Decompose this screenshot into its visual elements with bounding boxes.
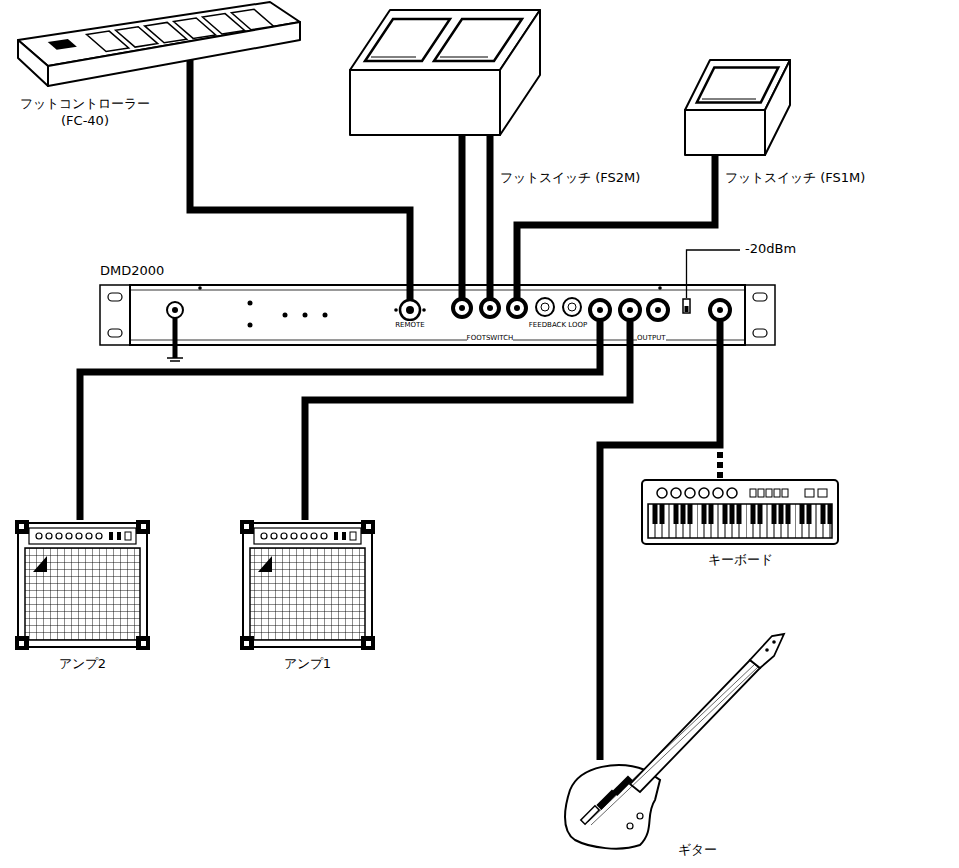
- panel-label: OUTPUT: [637, 334, 666, 342]
- guitar: ギター: [560, 760, 670, 850]
- footswitch: フットスイッチ (FS1M): [680, 55, 795, 160]
- cable: [487, 145, 494, 285]
- keyboard: キーボード: [640, 478, 840, 546]
- level-switch: [683, 299, 690, 313]
- panel-label: FOOTSWITCH: [467, 334, 514, 342]
- cable: [600, 345, 720, 760]
- amplifier-drawing: [240, 520, 375, 650]
- node-label: フットスイッチ (FS2M): [500, 170, 640, 187]
- rack-unit-drawing: [100, 285, 775, 361]
- panel-label: FEEDBACK LOOP: [529, 321, 587, 329]
- foot-controller-drawing: [18, 2, 300, 92]
- node-label: ギター: [678, 842, 717, 859]
- cable: [305, 345, 630, 520]
- footswitch-drawing: [685, 60, 790, 160]
- node-label: フットコントローラー (FC-40): [10, 96, 160, 130]
- amplifier: アンプ2: [15, 520, 150, 650]
- leader-line: [687, 250, 741, 298]
- footswitch-drawing: [350, 10, 540, 145]
- cable: [190, 92, 410, 285]
- footswitch: フットスイッチ (FS2M): [345, 5, 545, 145]
- cable: [717, 345, 723, 478]
- node-label: フットスイッチ (FS1M): [725, 170, 865, 187]
- node-label: キーボード: [640, 552, 840, 569]
- node-label: DMD2000: [100, 263, 164, 280]
- din-jack: [400, 300, 420, 320]
- foot-controller: フットコントローラー (FC-40): [8, 0, 303, 92]
- amplifier-drawing: [15, 520, 150, 650]
- rack-unit: DMD2000: [100, 285, 775, 345]
- level-label: -20dBm: [745, 242, 796, 257]
- amplifier: アンプ1: [240, 520, 375, 650]
- cable: [80, 345, 600, 520]
- node-label: アンプ2: [15, 656, 150, 673]
- panel-label: REMOTE: [395, 321, 425, 329]
- cable: [459, 145, 466, 285]
- keyboard-drawing: [642, 480, 838, 544]
- node-label: アンプ1: [240, 656, 375, 673]
